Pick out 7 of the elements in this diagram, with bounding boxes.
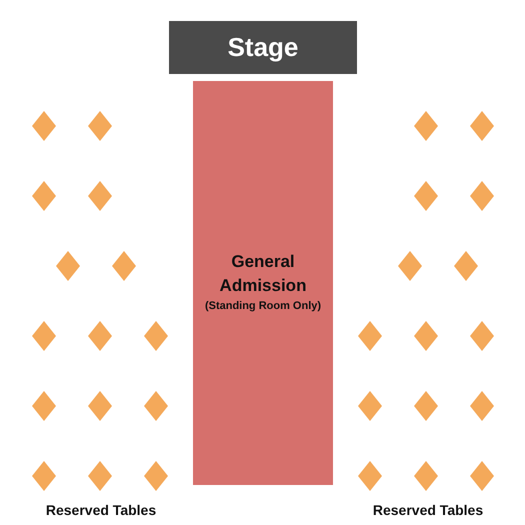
stage-area [169,21,357,74]
area-note: (Standing Room Only) [204,299,322,314]
stage-label: Stage [228,31,298,64]
general-admission-area [193,81,333,485]
section-label: Reserved Tables [372,502,484,518]
area-title: General Admission [218,251,308,298]
section-label: Reserved Tables [46,502,156,518]
